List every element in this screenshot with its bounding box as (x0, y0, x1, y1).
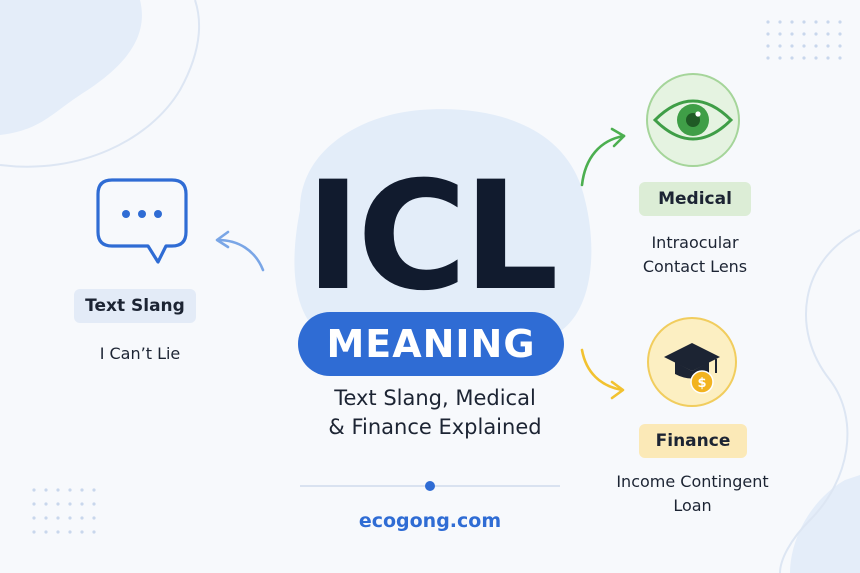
tag-text-slang: Text Slang (74, 289, 196, 323)
eye-icon (646, 73, 740, 167)
dot-grid-bottom-left (32, 488, 96, 534)
corner-blob-top-left (0, 0, 142, 135)
subtitle-line-2: & Finance Explained (328, 415, 542, 439)
arrow-to-finance-icon (580, 348, 625, 400)
meaning-badge: MEANING (298, 312, 564, 376)
finance-meaning-line-1: Income Contingent (616, 472, 769, 491)
medical-meaning-line-1: Intraocular (651, 233, 739, 252)
tag-finance: Finance (639, 424, 747, 458)
medical-meaning: Intraocular Contact Lens (610, 231, 780, 279)
finance-meaning-line-2: Loan (673, 496, 712, 515)
tag-medical: Medical (639, 182, 751, 216)
divider (300, 481, 560, 491)
arrow-to-slang-icon (215, 230, 265, 272)
chat-bubble-icon (96, 178, 188, 264)
main-title: ICL (305, 150, 558, 324)
finance-meaning: Income Contingent Loan (600, 470, 785, 518)
subtitle: Text Slang, Medical & Finance Explained (290, 384, 580, 442)
arrow-to-medical-icon (580, 127, 626, 187)
subtitle-line-1: Text Slang, Medical (334, 386, 536, 410)
dot-grid-top-right (766, 20, 842, 60)
svg-text:$: $ (697, 376, 706, 391)
title-backdrop-blob (294, 109, 592, 340)
slang-meaning: I Can’t Lie (99, 344, 181, 363)
corner-blob-bottom-right (790, 475, 860, 573)
graduation-cap-coin-icon: $ (647, 317, 737, 407)
medical-meaning-line-2: Contact Lens (642, 257, 748, 276)
website-link[interactable]: ecogong.com (358, 510, 502, 532)
